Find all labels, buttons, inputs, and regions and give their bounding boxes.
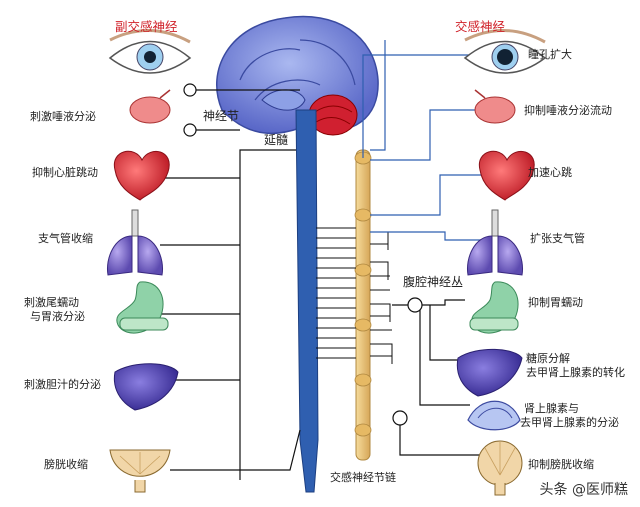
label-celiac-plexus: 腹腔神经丛 — [403, 275, 464, 289]
right-label-noradrenaline-secretion: 去甲肾上腺素的分泌 — [520, 416, 619, 429]
right-lungs — [466, 209, 524, 276]
right-salivary-gland — [474, 89, 516, 124]
celiac-connections — [392, 299, 480, 456]
left-label-bladder: 膀胱收缩 — [44, 458, 88, 471]
right-label-glycogen: 糖原分解 — [526, 352, 570, 365]
right-label-adrenaline: 肾上腺素与 — [524, 402, 579, 415]
right-eye — [463, 29, 547, 74]
left-label-bronchi: 支气管收缩 — [38, 232, 93, 245]
spinal-cord — [295, 109, 319, 493]
right-label-bladder: 抑制膀胱收缩 — [528, 458, 594, 471]
right-adrenal — [467, 400, 521, 431]
right-stomach — [469, 281, 519, 334]
left-label-gastric: 与胃液分泌 — [30, 310, 85, 323]
right-label-heart: 加速心跳 — [528, 166, 572, 179]
left-bladder — [109, 449, 171, 493]
watermark: 头条 @医师糕 — [539, 482, 628, 498]
header-parasympathetic: 副交感神经 — [115, 19, 178, 34]
sympathetic-nerves — [362, 40, 525, 241]
left-liver — [113, 363, 179, 411]
cord-chain-ladder — [316, 227, 393, 364]
parasympathetic-nerves — [150, 89, 301, 480]
sympathetic-ganglia — [392, 297, 423, 426]
right-label-noradrenaline-conversion: 去甲肾上腺素的转化 — [526, 366, 625, 379]
sympathetic-chain — [354, 149, 372, 461]
label-sympathetic-chain: 交感神经节链 — [330, 471, 396, 484]
right-label-saliva: 抑制唾液分泌流动 — [524, 104, 612, 117]
right-liver — [456, 348, 523, 397]
right-label-stomach: 抑制胃蠕动 — [528, 296, 583, 309]
right-bladder — [477, 440, 523, 496]
label-medulla: 延髓 — [264, 133, 289, 147]
left-lungs — [106, 209, 164, 276]
label-ganglion: 神经节 — [203, 109, 240, 123]
right-label-bronchi: 扩张支气管 — [530, 232, 585, 245]
left-eye — [108, 29, 192, 74]
right-label-pupil: 瞳孔扩大 — [528, 48, 572, 61]
right-heart — [478, 150, 535, 201]
left-label-saliva: 刺激唾液分泌 — [30, 110, 96, 123]
left-stomach — [116, 281, 169, 334]
left-label-bile: 刺激胆汁的分泌 — [24, 378, 101, 391]
left-salivary-gland — [129, 89, 171, 124]
header-sympathetic: 交感神经 — [455, 19, 506, 34]
parasympathetic-ganglia — [183, 83, 197, 137]
left-label-heart: 抑制心脏跳动 — [32, 166, 98, 179]
left-heart — [113, 150, 170, 201]
left-label-peristalsis: 刺激尾蠕动 — [24, 296, 79, 309]
